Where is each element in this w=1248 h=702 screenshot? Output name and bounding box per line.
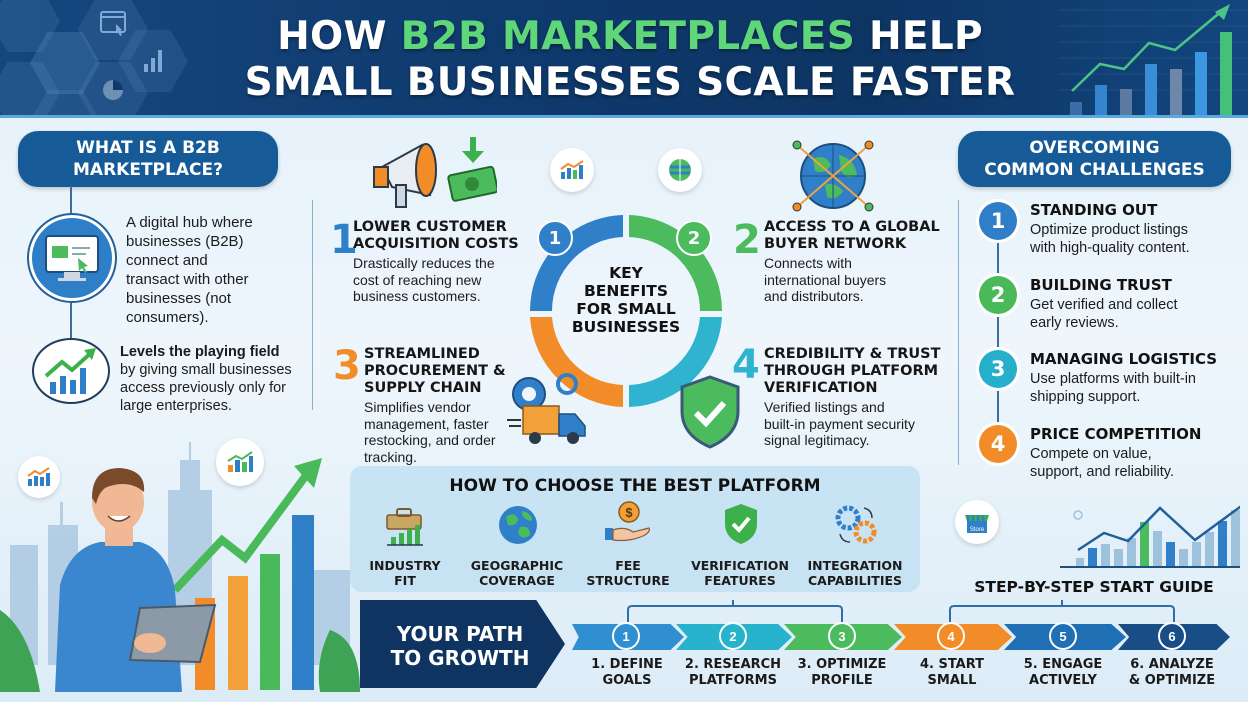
growth-chart-badge-icon xyxy=(550,148,594,192)
globe-icon xyxy=(499,506,537,544)
choose-platform-heading: HOW TO CHOOSE THE BEST PLATFORM xyxy=(449,476,821,496)
challenge-title-3: MANAGING LOGISTICS xyxy=(1030,350,1218,368)
hand-coin-icon: $ xyxy=(605,501,650,542)
step-badge-3: 3 xyxy=(828,622,856,650)
challenge-badge-3: 3 xyxy=(979,350,1017,388)
megaphone-money-icon xyxy=(373,137,497,208)
benefit-number-4: 4 xyxy=(732,342,760,388)
global-network-icon xyxy=(792,140,874,212)
challenge-badge-4: 4 xyxy=(979,425,1017,463)
step-badge-5: 5 xyxy=(1049,622,1077,650)
gears-icon xyxy=(835,505,877,544)
challenge-title-4: PRICE COMPETITION xyxy=(1030,425,1202,443)
step-badge-2: 2 xyxy=(719,622,747,650)
businessman-growth-illustration xyxy=(0,442,360,692)
benefit-number-1: 1 xyxy=(330,217,358,263)
storefront-icon: Store xyxy=(955,500,999,544)
level-field-text: Levels the playing field by giving small… xyxy=(120,344,292,414)
benefit-badge-2: 2 xyxy=(676,220,712,256)
path-to-growth-banner xyxy=(360,600,565,688)
step-guide-heading: STEP-BY-STEP START GUIDE xyxy=(974,578,1214,596)
briefcase-chart-icon xyxy=(386,508,423,546)
gears-truck-icon xyxy=(507,373,586,444)
header-growth-chart xyxy=(1060,4,1248,115)
challenge-badge-1: 1 xyxy=(979,202,1017,240)
challenge-title-2: BUILDING TRUST xyxy=(1030,276,1172,294)
step-badge-6: 6 xyxy=(1158,622,1186,650)
computer-icon xyxy=(29,215,115,301)
guide-growth-chart xyxy=(1060,505,1240,568)
shield-check-icon xyxy=(725,504,757,544)
globe-badge-icon xyxy=(658,148,702,192)
benefit-number-3: 3 xyxy=(333,343,361,389)
mini-chart-icon xyxy=(216,438,264,486)
svg-text:Store: Store xyxy=(970,527,985,533)
svg-text:$: $ xyxy=(625,505,633,520)
step-badge-1: 1 xyxy=(612,622,640,650)
key-benefits-ring xyxy=(530,215,722,407)
bar-chart-icon xyxy=(118,30,188,92)
challenge-title-1: STANDING OUT xyxy=(1030,201,1158,219)
benefit-badge-1: 1 xyxy=(537,220,573,256)
choose-platform-panel xyxy=(350,466,920,592)
page-title: HOW B2B MARKETPLACES HELP SMALL BUSINESS… xyxy=(244,14,1016,105)
challenge-badge-2: 2 xyxy=(979,276,1017,314)
shield-check-icon xyxy=(680,375,740,449)
mini-chart-icon xyxy=(18,456,60,498)
benefit-number-2: 2 xyxy=(733,217,761,263)
challenge-body-4: Compete on value,support, and reliabilit… xyxy=(1030,446,1175,480)
header-banner: HOW B2B MARKETPLACES HELP SMALL BUSINESS… xyxy=(0,0,1248,118)
growth-chart-icon xyxy=(32,338,110,404)
step-label-6: 6. ANALYZE& OPTIMIZE xyxy=(1128,657,1216,688)
step-badge-4: 4 xyxy=(937,622,965,650)
step-group-brackets xyxy=(627,600,1175,622)
